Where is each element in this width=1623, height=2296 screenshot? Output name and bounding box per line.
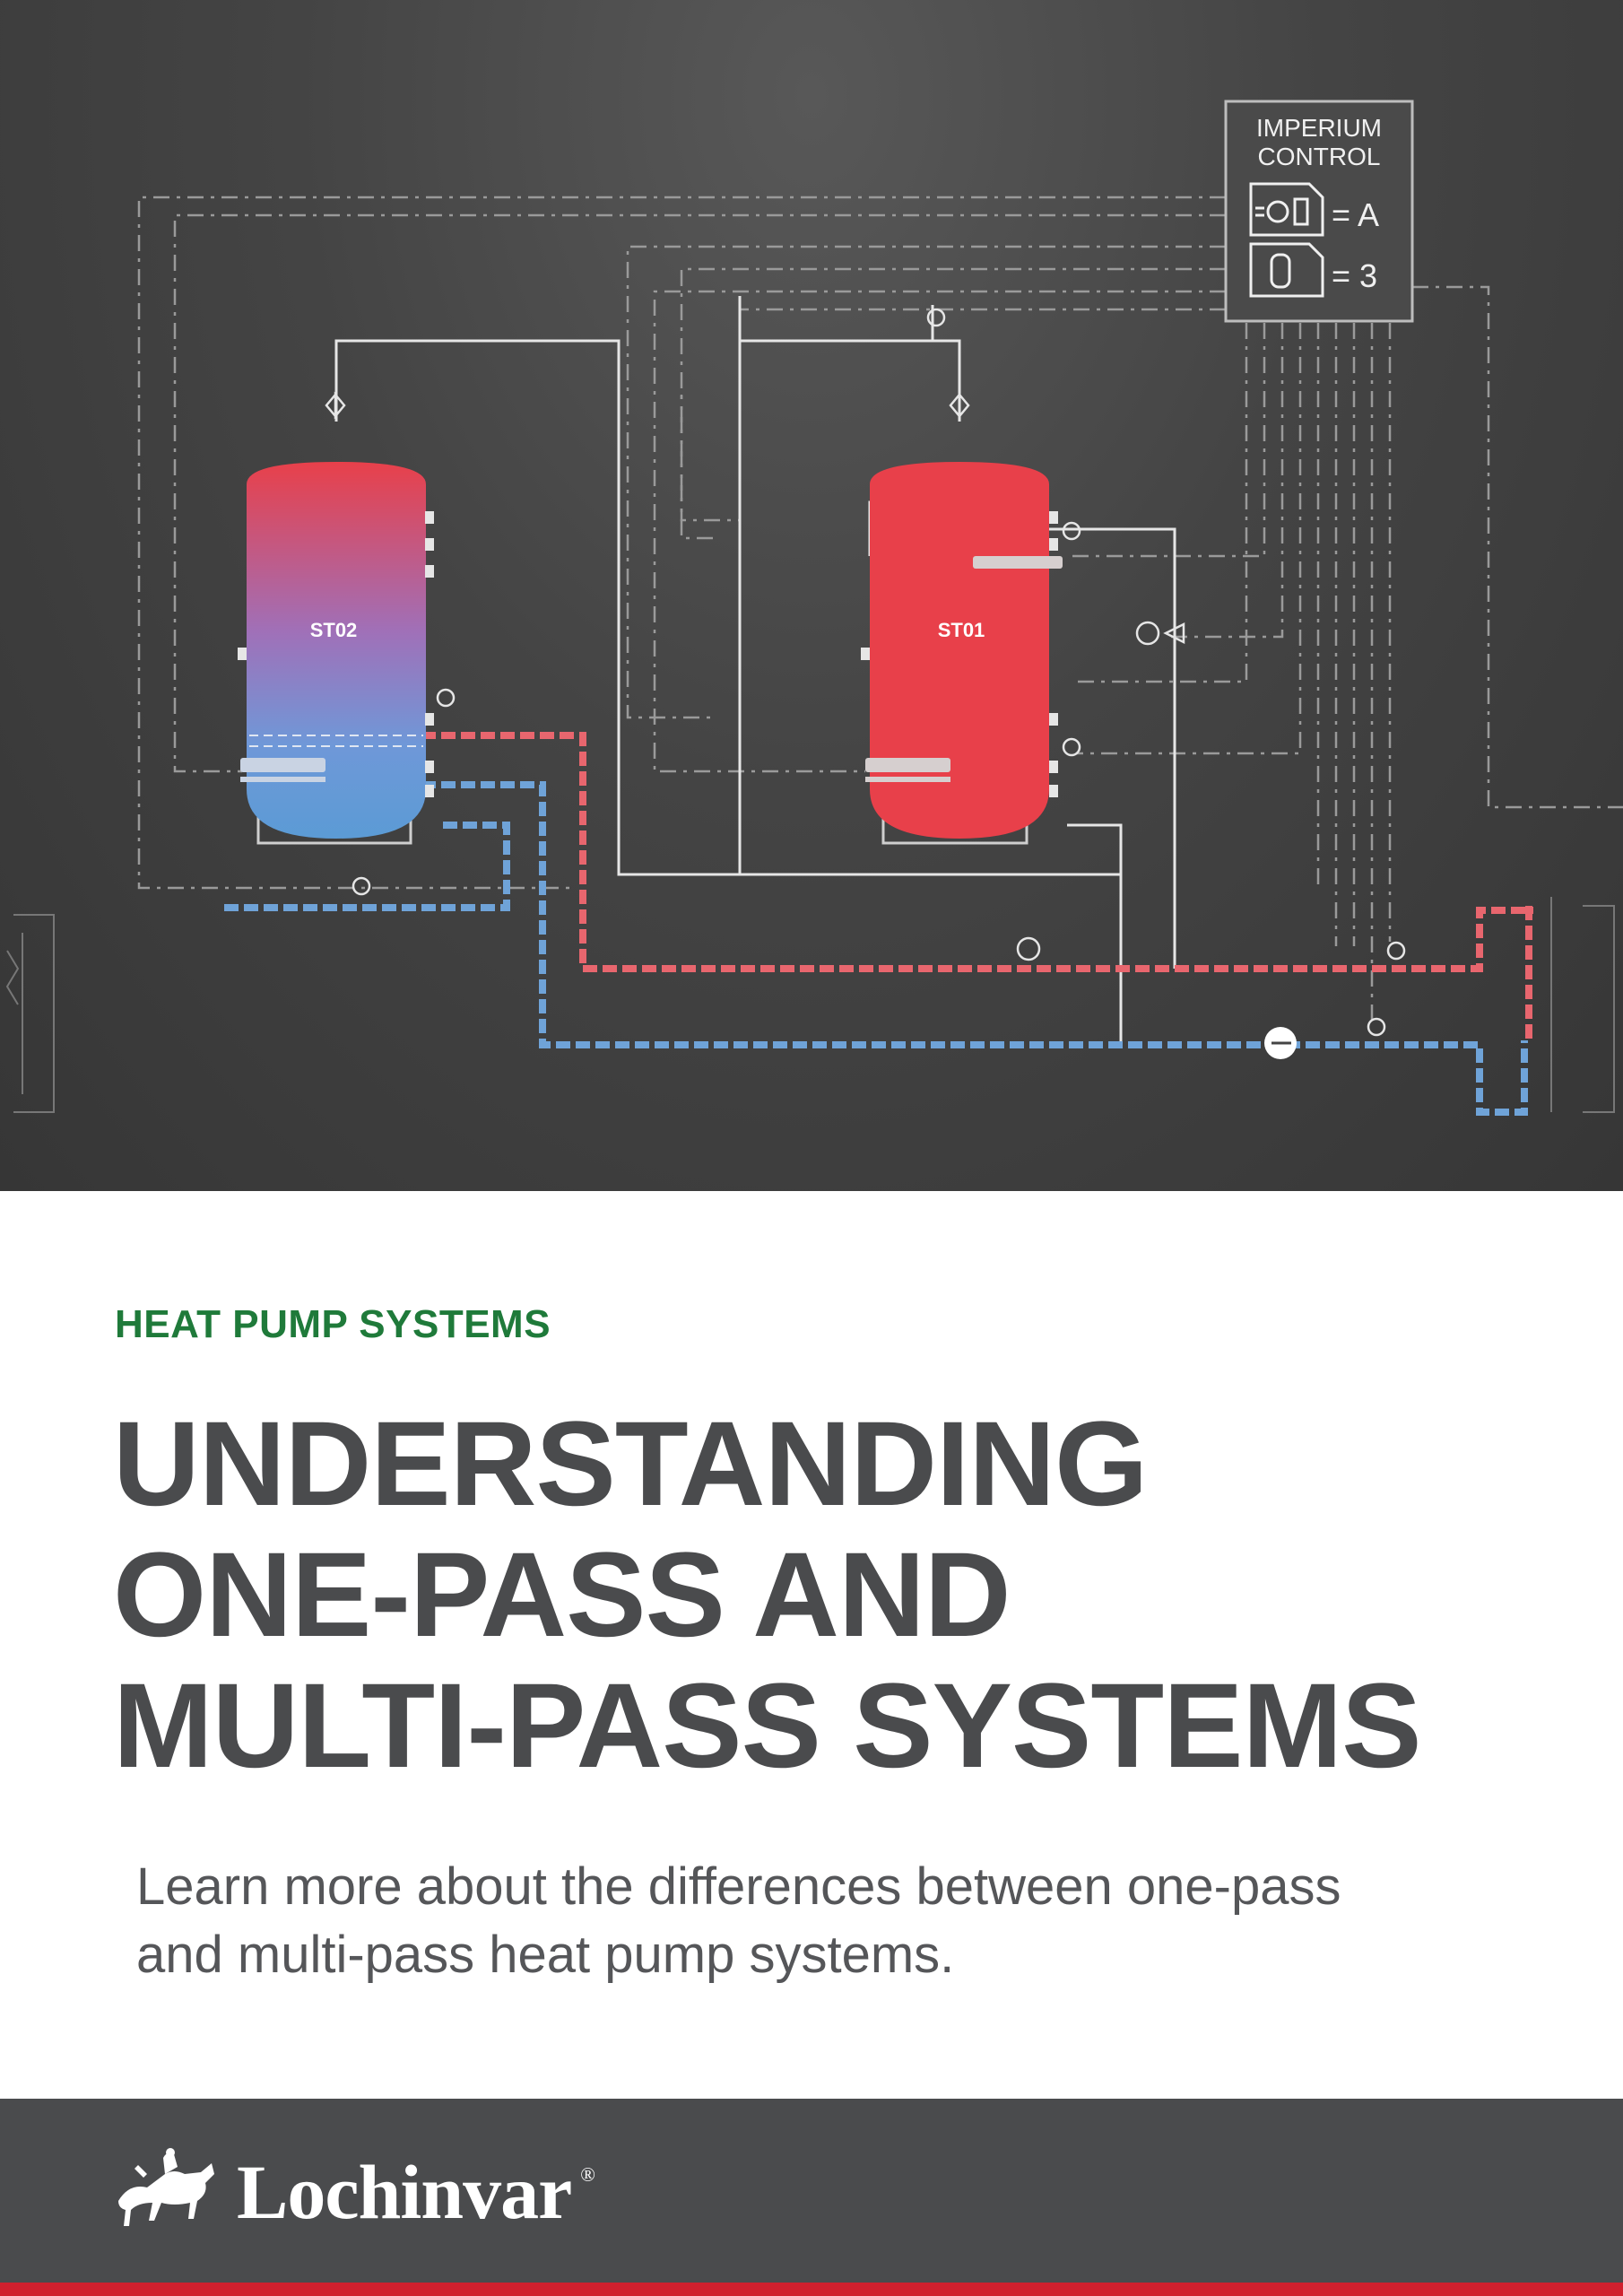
storage-tank-icon (1249, 242, 1324, 298)
control-title-line2: CONTROL (1258, 143, 1381, 170)
tank-st02: ST02 (238, 462, 434, 845)
hero-schematic: ST02 ST01 IMPERIUM CONTROL (0, 0, 1623, 1191)
component-markers (325, 308, 1406, 1037)
tank-st01-label: ST01 (938, 619, 985, 641)
brand-logo[interactable]: Lochinvar ® (111, 2147, 595, 2237)
brand-registered-mark: ® (580, 2163, 595, 2186)
intro-line-2: and multi-pass heat pump systems. (136, 1926, 955, 1984)
control-eq-a: = A (1332, 196, 1379, 233)
hot-line (421, 732, 1533, 1040)
horse-rider-logo-icon (118, 2148, 214, 2226)
brand-name: Lochinvar (237, 2149, 572, 2235)
control-wiring (137, 196, 1623, 1022)
control-eq-3: = 3 (1332, 257, 1377, 294)
control-title-line1: IMPERIUM (1256, 114, 1382, 142)
category-label: HEAT PUMP SYSTEMS (115, 1302, 551, 1346)
right-equipment (1550, 897, 1615, 1113)
title-line-1: UNDERSTANDING (113, 1397, 1148, 1531)
tank-st02-label: ST02 (310, 619, 358, 641)
page-title: UNDERSTANDING ONE-PASS AND MULTI-PASS SY… (113, 1399, 1548, 1792)
intro-line-1: Learn more about the differences between… (136, 1857, 1341, 1916)
tank-st01: ST01 (861, 462, 1063, 845)
left-equipment (5, 914, 55, 1113)
footer-accent-stripe (0, 2283, 1623, 2296)
cold-line (224, 781, 1528, 1116)
intro-text: Learn more about the differences between… (136, 1853, 1535, 1989)
heat-pump-unit-icon (1249, 182, 1324, 237)
heat-pump-schematic: ST02 ST01 IMPERIUM CONTROL (5, 100, 1623, 1116)
pump-symbol (1264, 1027, 1297, 1059)
title-line-2: ONE-PASS AND (113, 1528, 1011, 1662)
content-area (0, 1191, 1623, 2099)
title-line-3: MULTI-PASS SYSTEMS (113, 1659, 1422, 1793)
footer-bar (0, 2099, 1623, 2283)
piping (249, 296, 1176, 1045)
imperium-control-box: IMPERIUM CONTROL = A = 3 (1224, 100, 1414, 323)
